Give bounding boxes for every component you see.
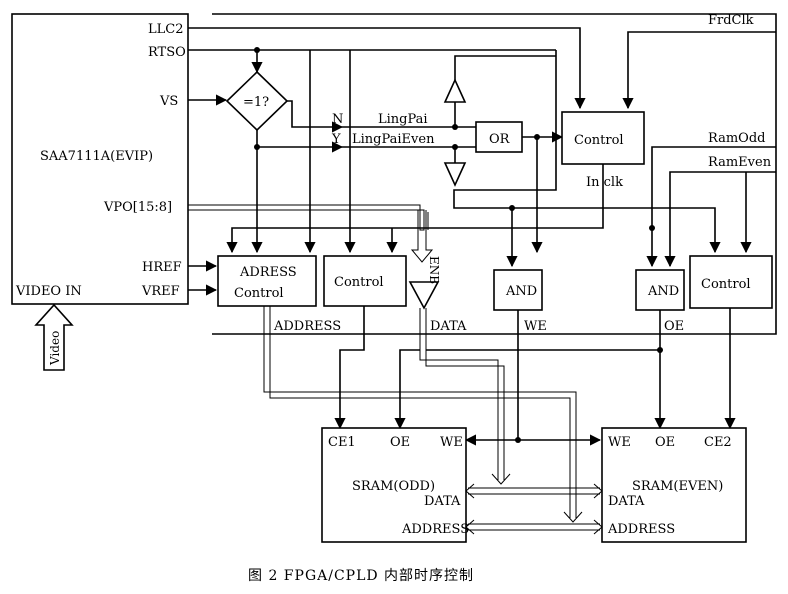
and-left-label: AND	[505, 284, 537, 299]
adress-control-line2: Control	[234, 286, 284, 301]
pin-rtso: RTSO	[148, 45, 186, 60]
wire-rtso-right	[453, 50, 721, 254]
bus-vpo-down	[410, 210, 434, 263]
wire-buffer-up	[454, 55, 556, 127]
signal-frdclk: FrdClk	[708, 13, 754, 28]
wire-compare-y	[256, 130, 344, 153]
sram-even-data: DATA	[608, 494, 645, 509]
bus-vpo	[188, 204, 429, 231]
signal-address-out: ADDRESS	[273, 319, 341, 334]
sram-odd-we: WE	[440, 435, 463, 450]
signal-data-out: DATA	[430, 319, 467, 334]
sram-odd-ce: CE1	[328, 435, 356, 450]
and-right	[635, 269, 685, 311]
video-input-arrow	[34, 303, 74, 371]
wire-rameven	[664, 171, 776, 268]
sram-even	[601, 427, 747, 543]
node-and-right-in	[649, 225, 655, 231]
sram-even-address: ADDRESS	[607, 522, 675, 537]
chip-name: SAA7111A(EVIP)	[40, 149, 153, 164]
adress-control-block	[217, 255, 317, 307]
node-and-left-in	[509, 205, 515, 211]
adress-control-line1: ADRESS	[239, 265, 297, 280]
figure-caption: 图 2 FPGA/CPLD 内部时序控制	[248, 568, 474, 584]
compare-y-label: Y	[331, 132, 341, 147]
wire-frdclk	[622, 31, 776, 110]
enb-label: ENB	[427, 256, 441, 284]
signal-rameven: RamEven	[708, 155, 772, 170]
control-mid-label: Control	[334, 275, 384, 290]
and-left	[493, 269, 543, 311]
bus-address-between	[468, 523, 600, 531]
bus-data-between	[468, 487, 600, 495]
sram-even-we: WE	[608, 435, 631, 450]
wire-ce1	[334, 306, 365, 430]
bus-address-between-arrows	[465, 519, 603, 535]
signal-lingpai: LingPai	[378, 112, 428, 127]
buffer-up-triangle	[443, 78, 467, 103]
signal-ramodd: RamOdd	[708, 131, 765, 146]
or-gate-label: OR	[489, 132, 511, 147]
or-gate	[475, 121, 523, 153]
sram-even-name: SRAM(EVEN)	[632, 479, 723, 494]
compare-label: =1?	[243, 95, 269, 110]
video-input-label: Video	[48, 331, 62, 366]
control-mid	[323, 255, 407, 307]
sram-odd-oe: OE	[390, 435, 410, 450]
bus-address-arrow	[563, 511, 583, 523]
pin-vref: VREF	[141, 284, 180, 299]
sram-odd	[321, 427, 467, 543]
and-right-label: AND	[647, 284, 679, 299]
buffer-down-triangle	[443, 162, 467, 187]
signal-oe: OE	[664, 319, 684, 334]
wire-data-oe	[394, 349, 420, 430]
saa7111a-chip	[11, 13, 189, 305]
enb-buffer	[408, 281, 440, 310]
pin-vpo: VPO[15:8]	[103, 200, 172, 215]
control-top-label: Control	[574, 133, 624, 148]
wire-in-clk	[226, 164, 604, 254]
compare-n-label: N	[332, 112, 343, 127]
wire-compare-n	[287, 100, 344, 133]
sram-odd-name: SRAM(ODD)	[352, 479, 435, 494]
sram-odd-data: DATA	[424, 494, 461, 509]
pin-href: HREF	[142, 260, 182, 275]
bus-data	[419, 308, 505, 480]
fpga-boundary	[212, 13, 777, 335]
signal-lingpaieven: LingPaiEven	[352, 132, 435, 147]
bus-data-between-arrows	[465, 483, 603, 499]
pin-llc2: LLC2	[148, 22, 183, 37]
pin-video-in: VIDEO IN	[15, 284, 82, 299]
sram-odd-address: ADDRESS	[401, 522, 469, 537]
bus-data-arrow	[491, 473, 511, 485]
bus-address	[263, 306, 577, 518]
control-right-label: Control	[701, 277, 751, 292]
signal-in-clk: In clk	[586, 175, 623, 190]
sram-even-ce: CE2	[704, 435, 732, 450]
signal-we: WE	[524, 319, 547, 334]
control-right	[689, 255, 773, 309]
control-top	[561, 111, 645, 165]
wire-llc2	[188, 27, 586, 110]
sram-even-oe: OE	[655, 435, 675, 450]
pin-vs: VS	[159, 94, 178, 109]
